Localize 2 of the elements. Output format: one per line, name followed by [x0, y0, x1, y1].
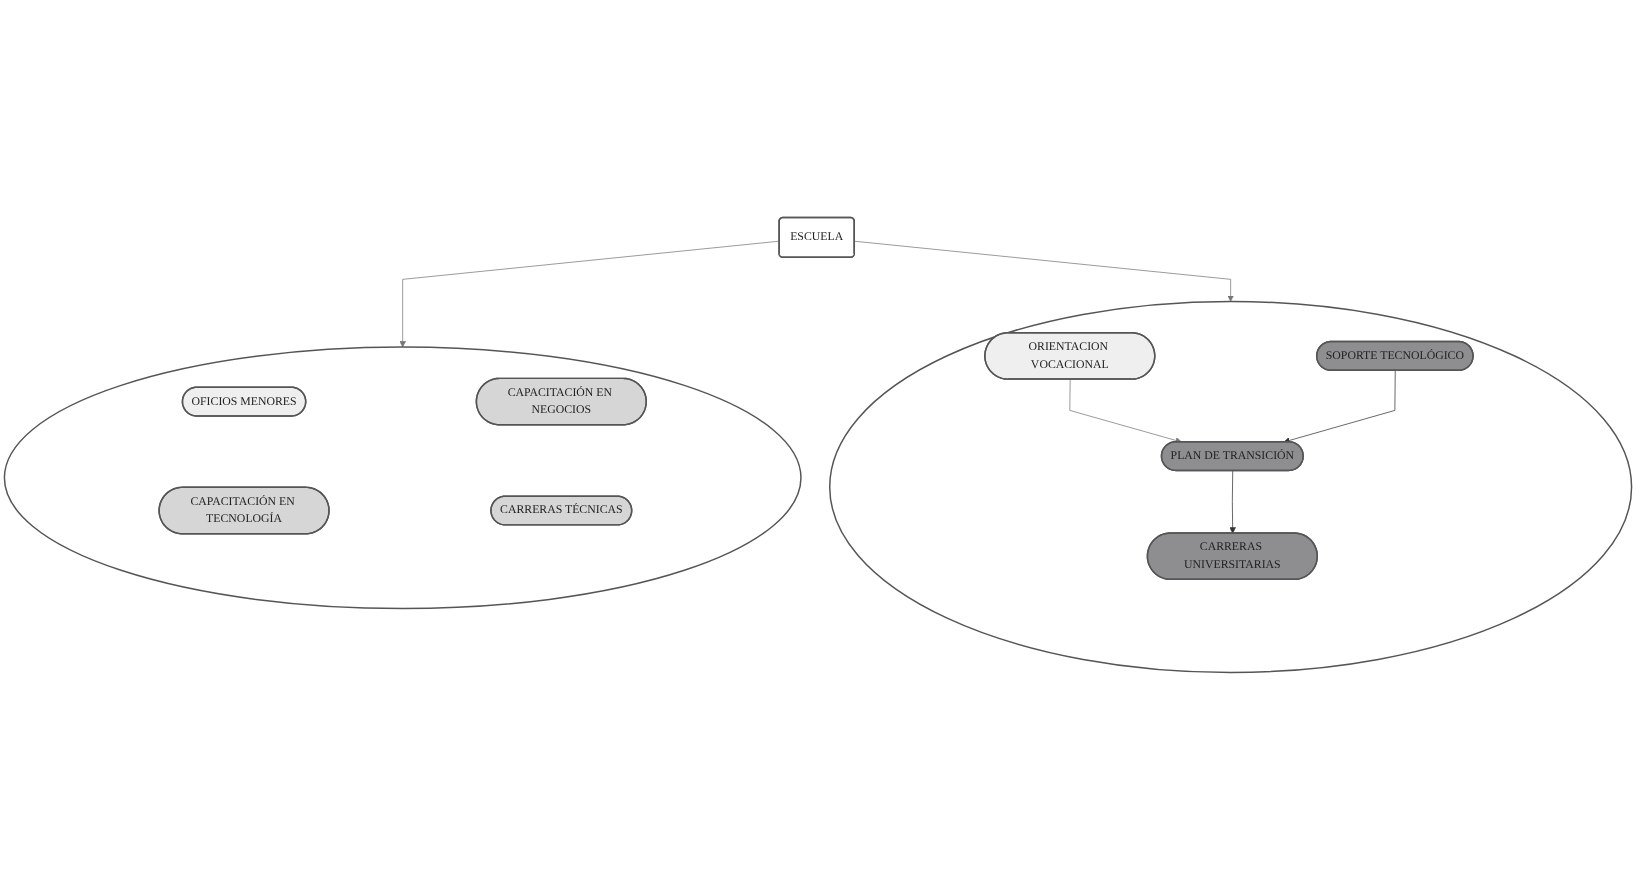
cluster: [829, 300, 1633, 674]
cluster: [3, 346, 802, 610]
